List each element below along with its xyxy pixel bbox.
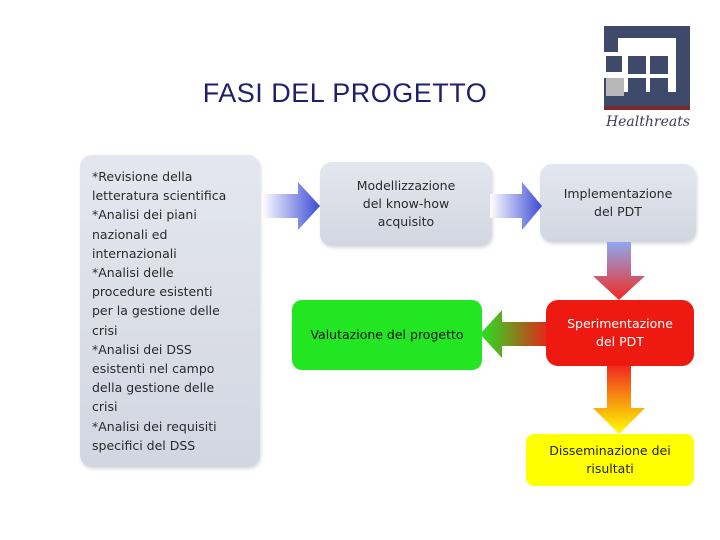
arrow-down-icon	[593, 242, 645, 300]
arrow-down-icon	[593, 366, 645, 434]
activity-line: *Analisi dei DSS	[92, 341, 192, 357]
activities-list: *Revisione della letteratura scientifica…	[92, 167, 226, 455]
modellizzazione-line: del know-how	[362, 196, 450, 211]
sperimentazione-line: Sperimentazione	[567, 316, 673, 331]
page-title: FASI DEL PROGETTO	[202, 78, 488, 108]
valutazione-line: Valutazione del progetto	[310, 327, 464, 342]
activity-line: nazionali ed	[92, 226, 168, 242]
disseminazione-line: Disseminazione dei	[549, 443, 671, 458]
sperimentazione-box: Sperimentazione del PDT	[546, 300, 694, 366]
activity-line: per la gestione delle	[92, 303, 220, 319]
arrow-right-icon	[262, 182, 320, 230]
activity-line: *Analisi dei piani	[92, 207, 197, 223]
activity-line: internazionali	[92, 245, 177, 261]
activity-line: crisi	[92, 322, 118, 338]
valutazione-box: Valutazione del progetto	[292, 300, 482, 370]
implementazione-box: Implementazione del PDT	[540, 164, 696, 242]
arrow-right-icon	[490, 182, 542, 230]
activities-box: *Revisione della letteratura scientifica…	[80, 155, 260, 467]
healthreats-logo-icon	[600, 26, 690, 110]
activity-line: specifici del DSS	[92, 437, 196, 453]
modellizzazione-line: acquisito	[377, 214, 435, 229]
activity-line: letteratura scientifica	[92, 188, 227, 204]
activity-line: crisi	[92, 399, 118, 415]
disseminazione-box: Disseminazione dei risultati	[526, 434, 694, 486]
activity-line: esistenti nel campo	[92, 361, 215, 377]
activity-line: procedure esistenti	[92, 284, 213, 300]
logo-text: Healthreats	[605, 114, 691, 130]
implementazione-line: Implementazione	[563, 186, 673, 201]
activity-line: *Analisi delle	[92, 265, 174, 281]
sperimentazione-line: del PDT	[596, 334, 644, 349]
disseminazione-line: risultati	[586, 461, 634, 476]
modellizzazione-box: Modellizzazione del know-how acquisito	[320, 162, 492, 246]
arrow-left-icon	[480, 310, 546, 358]
activity-line: della gestione delle	[92, 380, 215, 396]
modellizzazione-line: Modellizzazione	[356, 178, 456, 193]
implementazione-line: del PDT	[594, 204, 642, 219]
activity-line: *Analisi dei requisiti	[92, 418, 217, 434]
activity-line: *Revisione della	[92, 169, 193, 184]
